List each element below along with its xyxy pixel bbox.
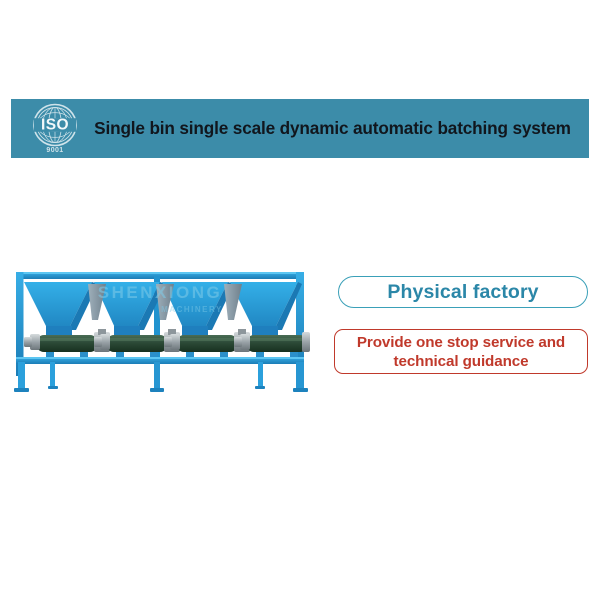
callout-one-stop-service: Provide one stop service and technical g… [334, 329, 588, 374]
callout-service-line2: technical guidance [393, 352, 529, 370]
svg-text:SHENXIONG: SHENXIONG [98, 283, 223, 302]
callout-one-stop-service-text: Provide one stop service and technical g… [357, 333, 565, 371]
callout-service-line1: Provide one stop service and [356, 333, 566, 351]
iso-globe-icon: ISO [32, 103, 78, 147]
callout-physical-factory-label: Physical factory [387, 280, 539, 303]
callout-physical-factory: Physical factory [338, 276, 588, 308]
page-banner: ISO 9001 Single bin single scale dynamic… [11, 99, 589, 158]
iso-standard-number: 9001 [46, 146, 64, 154]
banner-title: Single bin single scale dynamic automati… [94, 118, 571, 138]
svg-text:ISO: ISO [41, 116, 69, 133]
iso-badge: ISO 9001 [26, 101, 84, 157]
svg-text:MACHINERY: MACHINERY [161, 305, 223, 314]
product-photo: SHENXIONG MACHINERY [10, 258, 310, 398]
